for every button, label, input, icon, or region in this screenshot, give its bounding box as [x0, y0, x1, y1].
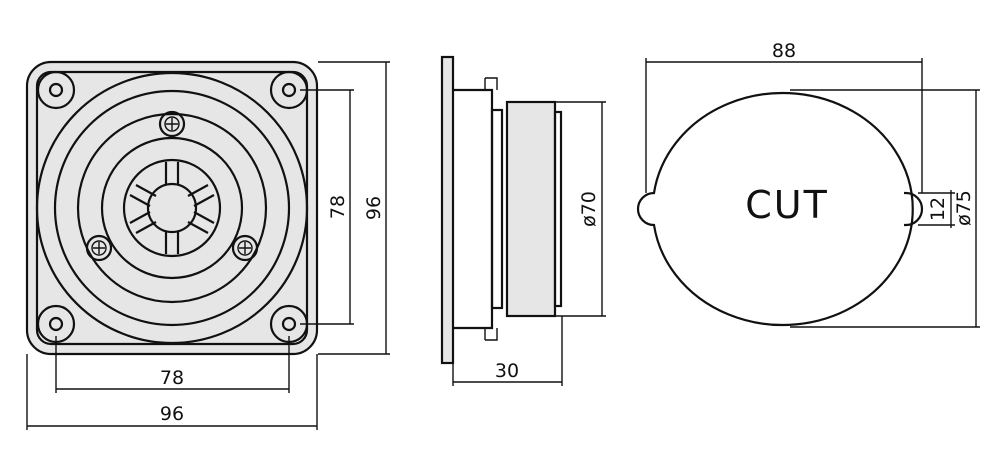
label-overall-horizontal: 96 [160, 403, 184, 425]
horn-ring [100, 136, 244, 280]
dimension-vertical-78 [300, 89, 354, 325]
cutout-notch-right [905, 191, 924, 227]
side-body-front [453, 88, 494, 330]
side-gasket [490, 108, 504, 310]
dimension-notch-12 [918, 190, 955, 228]
dimension-width-88 [645, 58, 923, 193]
side-back-plate [553, 110, 563, 308]
phase-plug-vanes [129, 162, 215, 254]
cutout-view: CUT 88 ø75 12 [636, 40, 980, 328]
screw-top [158, 110, 186, 138]
side-flange [440, 55, 455, 365]
label-hole-spacing-vertical: 78 [327, 195, 349, 219]
dimension-vertical-96 [318, 61, 390, 355]
dimension-horizontal-78 [55, 336, 290, 393]
label-side-depth: 30 [495, 360, 519, 382]
label-side-diameter: ø70 [578, 191, 600, 227]
speaker-ring-inner [76, 112, 268, 304]
dust-cap [146, 182, 198, 234]
speaker-ring-middle [53, 89, 291, 327]
front-view: 78 96 78 96 [25, 60, 390, 430]
label-cutout-width: 88 [772, 40, 796, 62]
cutout-label: CUT [745, 183, 829, 227]
cutout-outline-left [636, 91, 914, 327]
side-terminal-tabs [484, 77, 498, 341]
mounting-hole-top-left [36, 70, 76, 110]
label-cutout-notch: 12 [927, 197, 949, 221]
screw-right [231, 234, 259, 262]
screw-left [85, 234, 113, 262]
dimension-diameter-75 [790, 89, 980, 328]
speaker-ring-outer [35, 71, 309, 345]
dimension-depth-30 [452, 316, 563, 386]
label-cutout-diameter: ø75 [953, 190, 975, 226]
label-hole-spacing-horizontal: 78 [160, 367, 184, 389]
label-overall-vertical: 96 [363, 196, 385, 220]
cutout-notch-joins [904, 191, 906, 227]
dimension-diameter-70 [555, 101, 606, 317]
side-view: ø70 30 [440, 55, 606, 386]
dimension-horizontal-96 [26, 354, 318, 430]
front-plate [25, 60, 319, 356]
phase-plug-outer [122, 158, 222, 258]
side-magnet [505, 100, 557, 318]
